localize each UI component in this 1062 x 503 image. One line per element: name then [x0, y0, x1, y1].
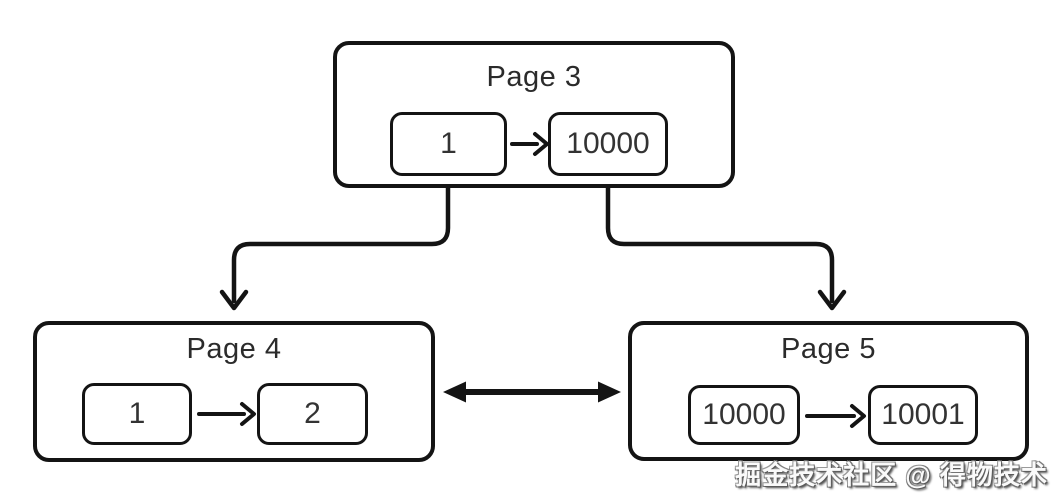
page3-title: Page 3 [486, 61, 582, 93]
arrow-right-icon [805, 404, 866, 428]
edge-page3-to-page4 [219, 173, 451, 311]
arrow-down-icon [219, 289, 249, 311]
page4-title: Page 4 [186, 333, 282, 365]
watermark: 掘金技术社区 @ 得物技术 [735, 460, 1048, 490]
page4-box: Page 4 1 2 [33, 321, 435, 462]
arrow-left-icon [443, 381, 466, 403]
page3-cell-10000: 10000 [548, 112, 668, 176]
page5-cell-10001: 10001 [868, 385, 978, 445]
page5-cell-10000: 10000 [688, 385, 800, 445]
arrow-down-icon [817, 289, 847, 311]
page4-cell-2: 2 [257, 383, 368, 445]
arrow-right-icon [598, 381, 621, 403]
page4-cell-1: 1 [82, 383, 192, 445]
page5-title: Page 5 [781, 333, 876, 365]
page3-box: Page 3 1 10000 [333, 41, 735, 188]
arrow-right-icon [197, 402, 256, 426]
page3-cell-1: 1 [390, 112, 507, 176]
edge-page4-page5-double-arrow [443, 381, 621, 403]
edge-page3-to-page5 [605, 173, 847, 311]
page5-box: Page 5 10000 10001 [628, 321, 1029, 461]
arrow-right-icon [510, 132, 549, 156]
